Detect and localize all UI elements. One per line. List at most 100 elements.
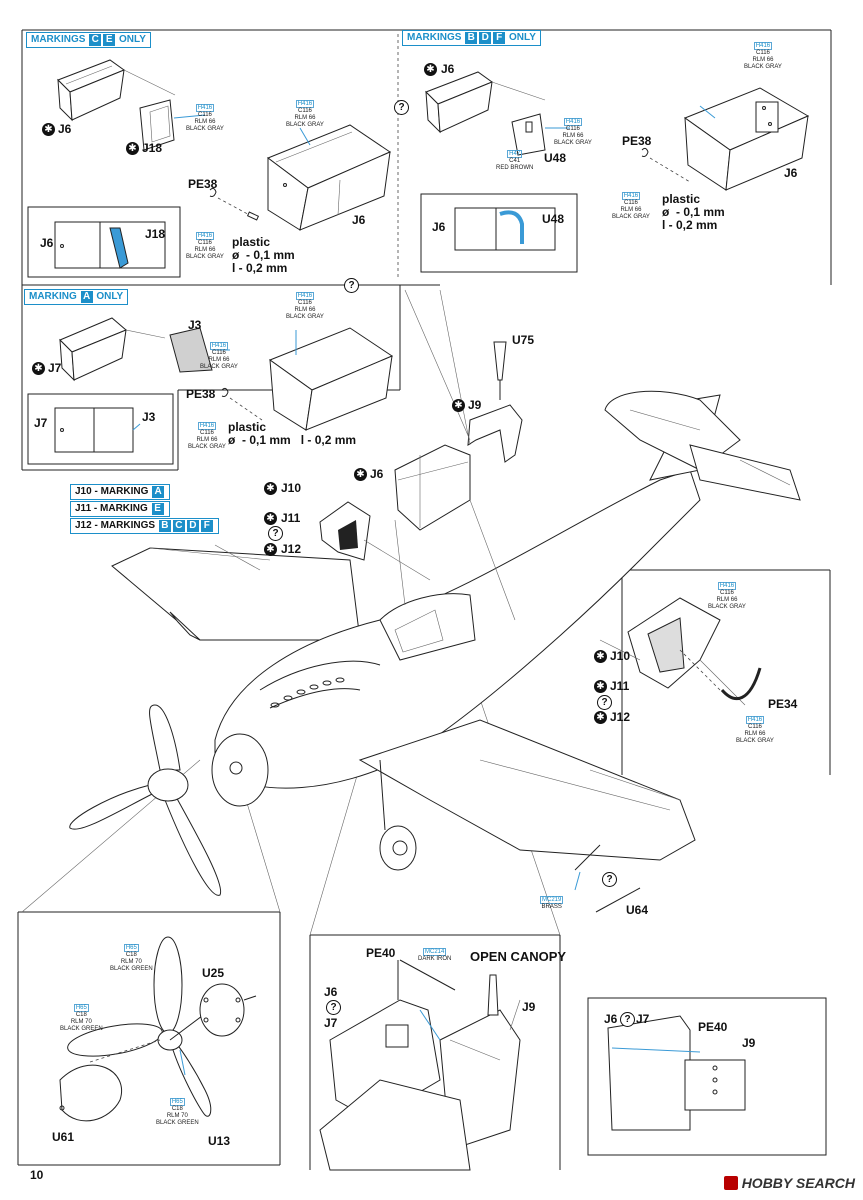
plastic-note: plastic ø - 0,1 mm l - 0,2 mm bbox=[232, 235, 295, 275]
canopy-frame-j6-a bbox=[268, 327, 394, 431]
marking-list-j10: J10 - MARKING A bbox=[70, 484, 171, 500]
glue-symbol: ✱ bbox=[264, 512, 277, 525]
label-j6-inset: J6 bbox=[604, 1012, 618, 1026]
label-j3: J3 bbox=[188, 318, 202, 332]
prop-blade-top bbox=[149, 704, 181, 771]
label-j7: J7 bbox=[48, 361, 62, 375]
optional-symbol: ? bbox=[597, 695, 612, 710]
label-inset-j18: J18 bbox=[145, 227, 166, 241]
glue-symbol: ✱ bbox=[594, 680, 607, 693]
label-pe40-inset: PE40 bbox=[698, 1020, 728, 1034]
canopy-frame-j7-a bbox=[59, 317, 127, 382]
plastic-note: plastic ø - 0,1 mm l - 0,2 mm bbox=[228, 420, 357, 447]
canopy-frame-j6-ce bbox=[57, 59, 126, 122]
optional-symbol: ? bbox=[344, 278, 359, 293]
plastic-note: plastic ø - 0,1 mm l - 0,2 mm bbox=[662, 192, 725, 232]
glue-symbol: ✱ bbox=[126, 142, 139, 155]
glue-symbol: ✱ bbox=[424, 63, 437, 76]
glue-symbol: ✱ bbox=[264, 482, 277, 495]
armor-j18 bbox=[139, 99, 175, 151]
cockpit bbox=[379, 593, 476, 661]
label-u48: U48 bbox=[544, 151, 567, 165]
label-j9-inset: J9 bbox=[742, 1036, 756, 1050]
label-pe40: PE40 bbox=[366, 946, 396, 960]
glue-symbol: ✱ bbox=[452, 399, 465, 412]
label-j7-open: J7 bbox=[324, 1016, 338, 1030]
canopy-frame-j6-right bbox=[683, 87, 810, 191]
label-j6-open: J6 bbox=[324, 985, 338, 999]
optional-symbol: ? bbox=[268, 526, 283, 541]
label-j6-right: J6 bbox=[784, 166, 798, 180]
optional-symbol: ? bbox=[394, 100, 409, 115]
label-u61: U61 bbox=[52, 1130, 75, 1144]
canopy-frame-j6-large bbox=[266, 124, 392, 231]
label-j9-open: J9 bbox=[522, 1000, 536, 1014]
brand-watermark: HOBBY SEARCH bbox=[723, 1175, 855, 1191]
label-j12-right: J12 bbox=[610, 710, 631, 724]
label-pe38-bdf: PE38 bbox=[622, 134, 652, 148]
label-j6-large: J6 bbox=[352, 213, 366, 227]
label-j9: J9 bbox=[468, 398, 482, 412]
windscreen-j9 bbox=[467, 404, 523, 463]
optional-symbol: ? bbox=[326, 1000, 341, 1015]
page-number: 10 bbox=[30, 1168, 44, 1182]
label-j12: J12 bbox=[281, 542, 302, 556]
label-pe34: PE34 bbox=[768, 697, 798, 711]
optional-symbol: ? bbox=[602, 872, 617, 887]
label-u25: U25 bbox=[202, 966, 225, 980]
label-inset-j6-bdf: J6 bbox=[432, 220, 446, 234]
prop-blade-bottom bbox=[164, 794, 222, 896]
glue-symbol: ✱ bbox=[264, 543, 277, 556]
spinner-u61 bbox=[59, 1064, 123, 1122]
label-j18: J18 bbox=[142, 141, 163, 155]
backplate-u25 bbox=[199, 983, 245, 1037]
optional-symbol: ? bbox=[620, 1012, 635, 1027]
glue-symbol: ✱ bbox=[354, 468, 367, 481]
label-j6-main: J6 bbox=[370, 467, 384, 481]
label-u13: U13 bbox=[208, 1134, 231, 1148]
label-j6-ce: J6 bbox=[58, 122, 72, 136]
marking-list-j11: J11 - MARKING E bbox=[70, 501, 170, 517]
label-u75: U75 bbox=[512, 333, 535, 347]
canopy-frame-j6-bdf bbox=[425, 71, 494, 134]
label-inset-j3: J3 bbox=[142, 410, 156, 424]
marking-a-header: MARKING A ONLY bbox=[24, 289, 129, 305]
antenna-u75 bbox=[493, 341, 507, 381]
label-j10-right: J10 bbox=[610, 649, 631, 663]
prop-blade-left bbox=[69, 784, 162, 830]
glue-symbol: ✱ bbox=[32, 362, 45, 375]
label-u64: U64 bbox=[626, 903, 649, 917]
label-inset-j7: J7 bbox=[34, 416, 48, 430]
tail-plane-right bbox=[689, 444, 801, 501]
label-j6-bdf: J6 bbox=[441, 62, 455, 76]
label-j10: J10 bbox=[281, 481, 302, 495]
right-wing bbox=[358, 719, 696, 861]
label-pe38-a: PE38 bbox=[186, 387, 216, 401]
label-inset-j6: J6 bbox=[40, 236, 54, 250]
glue-symbol: ✱ bbox=[594, 711, 607, 724]
